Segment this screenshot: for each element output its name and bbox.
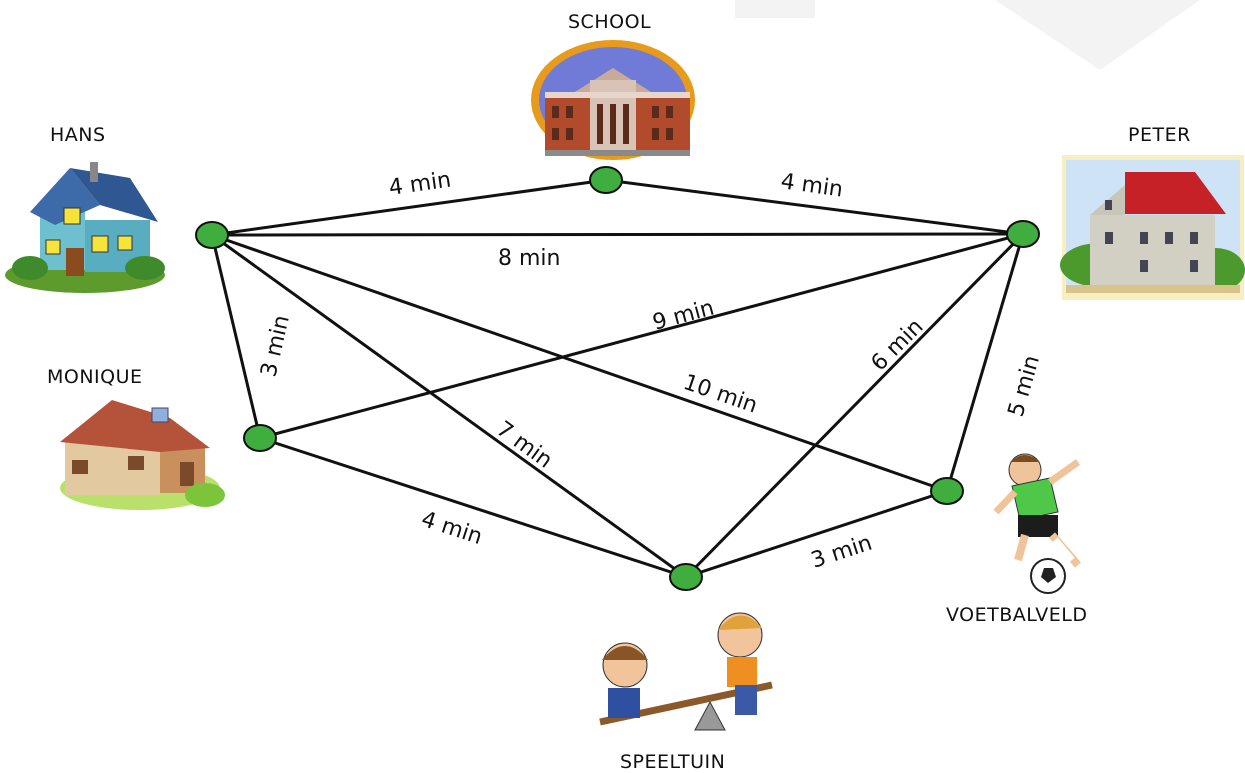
nodes	[195, 166, 1040, 591]
playground-illustration	[599, 612, 773, 731]
edge-label-school-peter: 4 min	[779, 169, 844, 202]
edges	[210, 178, 1025, 579]
hans-house-illustration	[5, 162, 165, 293]
place-label-voetbalveld: VOETBALVELD	[946, 604, 1087, 626]
football-player-illustration	[993, 453, 1082, 594]
node-peter	[1006, 220, 1040, 248]
peter-house-illustration	[1060, 155, 1245, 300]
edge-labels: 4 min 4 min 8 min 9 min 3 min 10 min 7 m…	[256, 167, 1045, 573]
node-voetbalveld	[930, 477, 964, 505]
edge-speeltuin-voetbalveld	[685, 489, 948, 579]
edge-label-speeltuin-voetbalveld: 3 min	[808, 531, 875, 574]
node-speeltuin	[669, 563, 703, 591]
edge-voetbalveld-peter	[945, 233, 1025, 492]
edge-speeltuin-peter	[684, 232, 1025, 579]
edge-label-monique-speeltuin: 4 min	[418, 507, 485, 550]
edge-hans-peter	[211, 232, 1024, 237]
background-shape	[735, 0, 1200, 70]
place-label-monique: MONIQUE	[47, 366, 143, 388]
monique-house-illustration	[60, 400, 225, 510]
edge-hans-school	[211, 178, 607, 237]
school-building-illustration	[531, 40, 695, 160]
place-label-speeltuin: SPEELTUIN	[620, 751, 725, 773]
edge-label-hans-monique: 3 min	[256, 313, 294, 380]
edge-label-voetbalveld-peter: 5 min	[1004, 353, 1045, 420]
edge-label-speeltuin-peter: 6 min	[867, 314, 929, 376]
edge-school-peter	[605, 178, 1024, 236]
edge-hans-speeltuin	[211, 233, 687, 579]
place-label-school: SCHOOL	[568, 11, 651, 33]
node-monique	[243, 424, 277, 452]
edge-label-hans-peter: 8 min	[498, 246, 560, 271]
node-hans	[195, 221, 229, 249]
edge-hans-monique	[210, 234, 262, 439]
edge-label-monique-peter: 9 min	[650, 295, 717, 335]
edge-label-hans-school: 4 min	[387, 167, 452, 200]
edge-monique-peter	[259, 232, 1024, 440]
edge-monique-speeltuin	[259, 436, 687, 579]
place-label-peter: PETER	[1128, 124, 1191, 146]
place-label-hans: HANS	[50, 124, 106, 146]
edge-hans-voetbalveld	[211, 233, 948, 493]
place-labels: SCHOOL HANS PETER MONIQUE VOETBALVELD SP…	[47, 11, 1191, 773]
node-school	[589, 166, 623, 194]
